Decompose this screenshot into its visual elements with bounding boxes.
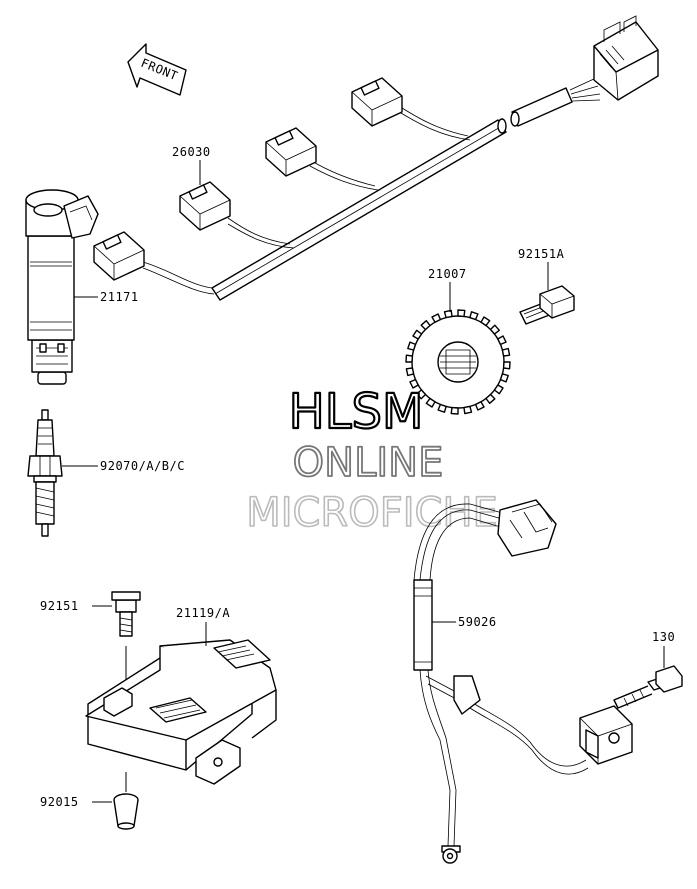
ignition-coil-21171	[25, 189, 99, 385]
rotor-tooth	[450, 406, 459, 415]
wiring-harness-26030	[93, 15, 659, 301]
label-130: 130	[652, 630, 675, 644]
rotor-tooth	[443, 309, 453, 319]
rotor-tooth	[485, 393, 496, 404]
rotor-tooth	[497, 335, 507, 346]
label-21119: 21119/A	[176, 606, 230, 620]
front-direction-arrow: FRONT	[127, 43, 187, 96]
bolt-92151A	[519, 285, 575, 325]
label-92151A: 92151A	[518, 247, 565, 261]
label-21171: 21171	[100, 290, 139, 304]
crank-sensor-59026	[413, 499, 633, 864]
rotor-tooth	[493, 384, 504, 395]
rotor-tooth	[437, 403, 447, 413]
timing-rotor-21007	[405, 309, 511, 415]
watermark-line2: ONLINE	[293, 440, 444, 486]
rotor-tooth	[457, 309, 466, 318]
rotor-tooth	[420, 320, 431, 331]
rotor-tooth	[469, 311, 479, 321]
rotor-tooth	[502, 361, 511, 370]
rotor-tooth	[489, 324, 500, 335]
collar-92015	[113, 793, 139, 830]
label-92151: 92151	[40, 599, 79, 613]
rotor-tooth	[416, 389, 427, 400]
rotor-tooth	[412, 329, 423, 340]
harness-connector-4	[351, 77, 403, 127]
ecu-21119	[85, 639, 277, 785]
harness-connector-2	[179, 181, 231, 231]
rotor-tooth	[431, 313, 442, 323]
rotor-tooth	[499, 373, 509, 383]
label-21007: 21007	[428, 267, 467, 281]
rotor-tooth	[409, 378, 419, 389]
harness-connector-3	[265, 127, 317, 177]
rotor-tooth	[501, 347, 511, 357]
label-59026: 59026	[458, 615, 497, 629]
bolt-130	[613, 665, 683, 709]
rotor-tooth	[474, 401, 485, 411]
rotor-tooth	[463, 405, 473, 415]
bolt-92151	[111, 591, 141, 637]
spark-plug-92070	[27, 409, 63, 537]
rotor-tooth	[425, 397, 436, 408]
watermark-line1: HLSM	[289, 384, 424, 440]
rotor-tooth	[480, 316, 491, 327]
watermark: HLSM ONLINE MICROFICHE	[245, 383, 498, 537]
label-26030: 26030	[172, 145, 211, 159]
label-92070: 92070/A/B/C	[100, 459, 185, 473]
harness-connector-1	[93, 231, 145, 281]
label-92015: 92015	[40, 795, 79, 809]
rotor-tooth	[407, 341, 417, 351]
rotor-tooth	[405, 354, 414, 363]
watermark-line3: MICROFICHE	[246, 490, 498, 536]
rotor-tooth	[405, 367, 415, 377]
